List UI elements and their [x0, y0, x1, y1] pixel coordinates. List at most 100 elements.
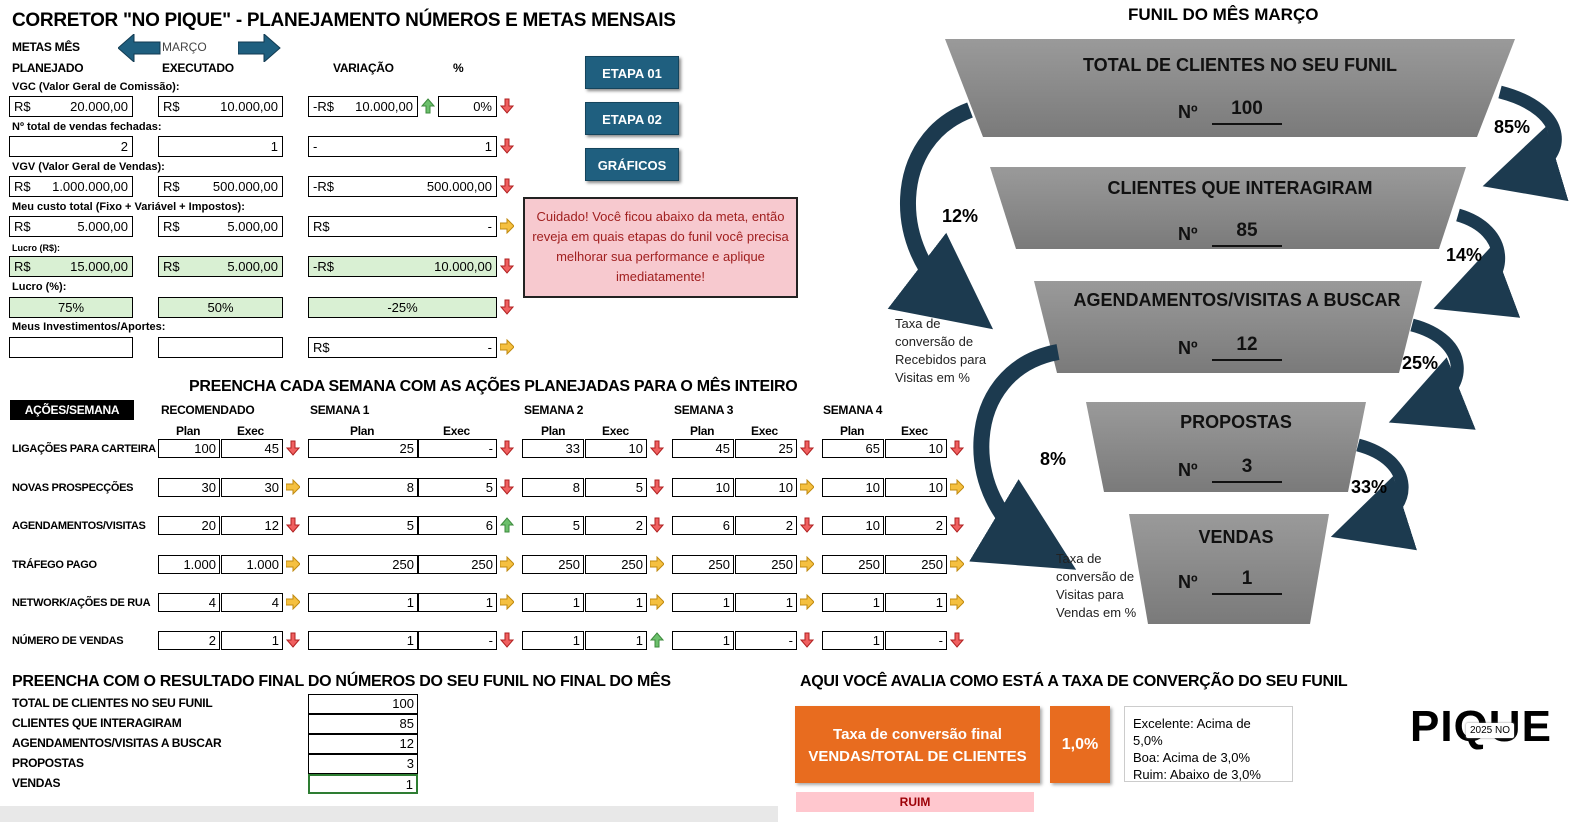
plan-cell[interactable]: 4	[158, 593, 220, 612]
exec-cell[interactable]: 250	[418, 555, 497, 574]
col-plan: Plan	[541, 424, 566, 438]
plan-cell[interactable]: 33	[522, 439, 584, 458]
exec-cell[interactable]: 45	[221, 439, 283, 458]
plan-cell[interactable]: 25	[308, 439, 418, 458]
exec-cell[interactable]: 30	[221, 478, 283, 497]
note-recebidos: Taxa de conversão de Recebidos para Visi…	[895, 316, 987, 385]
next-month-arrow-icon[interactable]	[238, 34, 282, 62]
exec-cell[interactable]: -	[418, 439, 497, 458]
final-row-label: AGENDAMENTOS/VISITAS A BUSCAR	[12, 736, 222, 750]
vendas-exec-field[interactable]: 1	[158, 136, 283, 157]
plan-cell[interactable]: 6	[672, 516, 734, 535]
exec-cell[interactable]: 10	[885, 439, 947, 458]
exec-cell[interactable]: 2	[585, 516, 647, 535]
plan-cell[interactable]: 8	[522, 478, 584, 497]
down-arrow-icon	[950, 517, 964, 533]
plan-cell[interactable]: 65	[822, 439, 884, 458]
exec-cell[interactable]: 5	[585, 478, 647, 497]
down-arrow-icon	[800, 632, 814, 648]
exec-cell[interactable]: 12	[221, 516, 283, 535]
down-arrow-icon	[500, 178, 514, 194]
plan-cell[interactable]: 250	[522, 555, 584, 574]
plan-cell[interactable]: 10	[822, 516, 884, 535]
exec-cell[interactable]: 6	[418, 516, 497, 535]
right-pct-2: 14%	[1446, 245, 1483, 265]
exec-cell[interactable]: 1	[585, 593, 647, 612]
etapa01-button[interactable]: ETAPA 01	[585, 56, 679, 89]
vgv-exec-field[interactable]: R$500.000,00	[158, 176, 283, 197]
exec-cell[interactable]: 10	[585, 439, 647, 458]
invest-exec-field[interactable]	[158, 337, 283, 358]
plan-cell[interactable]: 1	[672, 631, 734, 650]
exec-cell[interactable]: 250	[885, 555, 947, 574]
final-value-cell[interactable]: 85	[308, 714, 418, 734]
final-value-cell[interactable]: 3	[308, 754, 418, 774]
plan-cell[interactable]: 1.000	[158, 555, 220, 574]
plan-cell[interactable]: 45	[672, 439, 734, 458]
exec-cell[interactable]: 25	[735, 439, 797, 458]
plan-cell[interactable]: 1	[308, 593, 418, 612]
plan-cell[interactable]: 250	[308, 555, 418, 574]
exec-cell[interactable]: 1	[885, 593, 947, 612]
exec-cell[interactable]: 1	[221, 631, 283, 650]
plan-cell[interactable]: 10	[672, 478, 734, 497]
vgc-exec-field[interactable]: R$10.000,00	[158, 96, 283, 117]
plan-cell[interactable]: 30	[158, 478, 220, 497]
weekly-row-label: LIGAÇÕES PARA CARTEIRA	[12, 443, 156, 455]
exec-cell[interactable]: 10	[885, 478, 947, 497]
vendas-plan-field[interactable]: 2	[9, 136, 133, 157]
plan-cell[interactable]: 250	[672, 555, 734, 574]
plan-cell[interactable]: 1	[672, 593, 734, 612]
exec-cell[interactable]: -	[418, 631, 497, 650]
plan-cell[interactable]: 5	[522, 516, 584, 535]
graficos-button[interactable]: GRÁFICOS	[585, 148, 679, 181]
vgv-plan-field[interactable]: R$1.000.000,00	[9, 176, 133, 197]
custo-exec-field[interactable]: R$5.000,00	[158, 216, 283, 237]
exec-cell[interactable]: 10	[735, 478, 797, 497]
exec-cell[interactable]: 2	[885, 516, 947, 535]
right-pct-1: 85%	[1494, 117, 1531, 137]
exec-cell[interactable]: 250	[735, 555, 797, 574]
vgv-label: VGV (Valor Geral de Vendas):	[12, 161, 165, 173]
exec-cell[interactable]: 2	[735, 516, 797, 535]
plan-cell[interactable]: 100	[158, 439, 220, 458]
down-arrow-icon	[286, 632, 300, 648]
custo-plan-field[interactable]: R$5.000,00	[9, 216, 133, 237]
exec-cell[interactable]: 250	[585, 555, 647, 574]
plan-cell[interactable]: 1	[308, 631, 418, 650]
col-plan: Plan	[350, 424, 375, 438]
final-value-cell[interactable]: 100	[308, 694, 418, 714]
plan-cell[interactable]: 1	[522, 593, 584, 612]
plan-cell[interactable]: 1	[522, 631, 584, 650]
prev-month-arrow-icon[interactable]	[118, 34, 162, 62]
exec-cell[interactable]: -	[735, 631, 797, 650]
exec-cell[interactable]: 1	[418, 593, 497, 612]
plan-cell[interactable]: 10	[822, 478, 884, 497]
final-value-cell[interactable]: 1	[308, 774, 418, 794]
exec-cell[interactable]: 5	[418, 478, 497, 497]
exec-cell[interactable]: 1	[735, 593, 797, 612]
plan-cell[interactable]: 1	[822, 593, 884, 612]
exec-cell[interactable]: 1	[585, 631, 647, 650]
col-plan: Plan	[690, 424, 715, 438]
col-exec: Exec	[901, 424, 928, 438]
logo-badge: 2025 NO	[1466, 723, 1515, 738]
plan-cell[interactable]: 1	[822, 631, 884, 650]
conversion-line1: Taxa de conversão final	[833, 726, 1002, 743]
etapa02-button[interactable]: ETAPA 02	[585, 102, 679, 135]
exec-cell[interactable]: -	[885, 631, 947, 650]
invest-plan-field[interactable]	[9, 337, 133, 358]
plan-cell[interactable]: 250	[822, 555, 884, 574]
conversion-box: Taxa de conversão final VENDAS/TOTAL DE …	[795, 706, 1040, 783]
final-value-cell[interactable]: 12	[308, 734, 418, 754]
warning-message: Cuidado! Você ficou abaixo da meta, entã…	[523, 197, 798, 298]
col-plan: Plan	[176, 424, 201, 438]
plan-cell[interactable]: 8	[308, 478, 418, 497]
exec-cell[interactable]: 1.000	[221, 555, 283, 574]
plan-cell[interactable]: 5	[308, 516, 418, 535]
plan-cell[interactable]: 20	[158, 516, 220, 535]
plan-cell[interactable]: 2	[158, 631, 220, 650]
vgc-plan-field[interactable]: R$20.000,00	[9, 96, 133, 117]
right-arrow-icon	[500, 339, 514, 355]
exec-cell[interactable]: 4	[221, 593, 283, 612]
